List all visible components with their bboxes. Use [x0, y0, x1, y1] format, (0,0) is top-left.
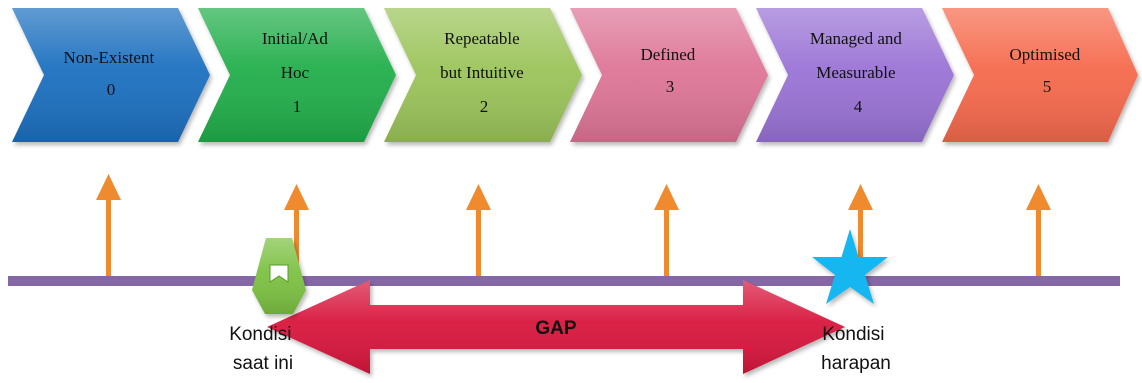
stage-3-name: Defined	[640, 45, 695, 64]
stage-4-level: 4	[854, 97, 863, 116]
svg-text:Optimised 5: Optimised 5	[1009, 45, 1084, 96]
stage-0-name: Non-Existent	[64, 48, 155, 67]
current-condition-line2: saat ini	[233, 353, 293, 374]
stage-chevron-4: Managed and Measurable 4	[756, 8, 954, 142]
stage-3-level: 3	[666, 77, 675, 96]
current-condition-line1: Kondisi	[229, 324, 291, 345]
current-condition-marker-icon	[252, 238, 306, 314]
stage-1-name-line2: Hoc	[281, 63, 310, 82]
svg-text:Defined 3: Defined 3	[640, 45, 699, 96]
svg-text:Non-Existent 0: Non-Existent 0	[64, 48, 159, 99]
target-star-icon	[812, 229, 888, 304]
up-arrow-icon	[466, 184, 491, 276]
stage-0-level: 0	[107, 80, 116, 99]
svg-text:Repeatable but Intuiti: Repeatable but Intuitive 2	[440, 29, 528, 116]
up-arrow-icon	[96, 174, 121, 276]
stage-chevron-5: Optimised 5	[942, 8, 1138, 142]
timeline-bar	[8, 276, 1120, 286]
stage-2-name-line1: Repeatable	[444, 29, 520, 48]
stage-2-level: 2	[480, 97, 489, 116]
svg-text:Kondisi saat ini: Kondisi saat ini	[229, 324, 297, 374]
stage-1-level: 1	[293, 97, 302, 116]
stage-chevron-0: Non-Existent 0	[12, 8, 210, 142]
stage-chevron-2: Repeatable but Intuitive 2	[384, 8, 582, 142]
stage-chevron-1: Initial/Ad Hoc 1	[198, 8, 396, 142]
stage-4-name-line2: Measurable	[816, 63, 895, 82]
stage-4-name-line1: Managed and	[810, 29, 903, 48]
gap-label: GAP	[535, 318, 577, 339]
stage-chevron-3: Defined 3	[570, 8, 768, 142]
svg-text:Kondisi harapan: Kondisi harapan	[821, 324, 891, 374]
stage-5-level: 5	[1043, 77, 1052, 96]
target-condition-line1: Kondisi	[822, 324, 884, 345]
up-arrow-icon	[1026, 184, 1051, 276]
up-arrow-icon	[848, 184, 873, 276]
level-arrows	[96, 174, 1051, 276]
svg-text:Managed and Measurable: Managed and Measurable 4	[810, 29, 906, 116]
gap-arrow: GAP	[267, 280, 845, 374]
target-condition-line2: harapan	[821, 353, 891, 374]
svg-text:Initial/Ad Hoc: Initial/Ad Hoc 1	[262, 29, 332, 116]
stage-5-name: Optimised	[1009, 45, 1080, 64]
stage-2-name-line2: but Intuitive	[440, 63, 524, 82]
up-arrow-icon	[284, 184, 309, 276]
maturity-stages: Non-Existent 0 Initial/Ad Hoc 1 Repeatab…	[12, 8, 1138, 142]
up-arrow-icon	[654, 184, 679, 276]
stage-1-name-line1: Initial/Ad	[262, 29, 329, 48]
